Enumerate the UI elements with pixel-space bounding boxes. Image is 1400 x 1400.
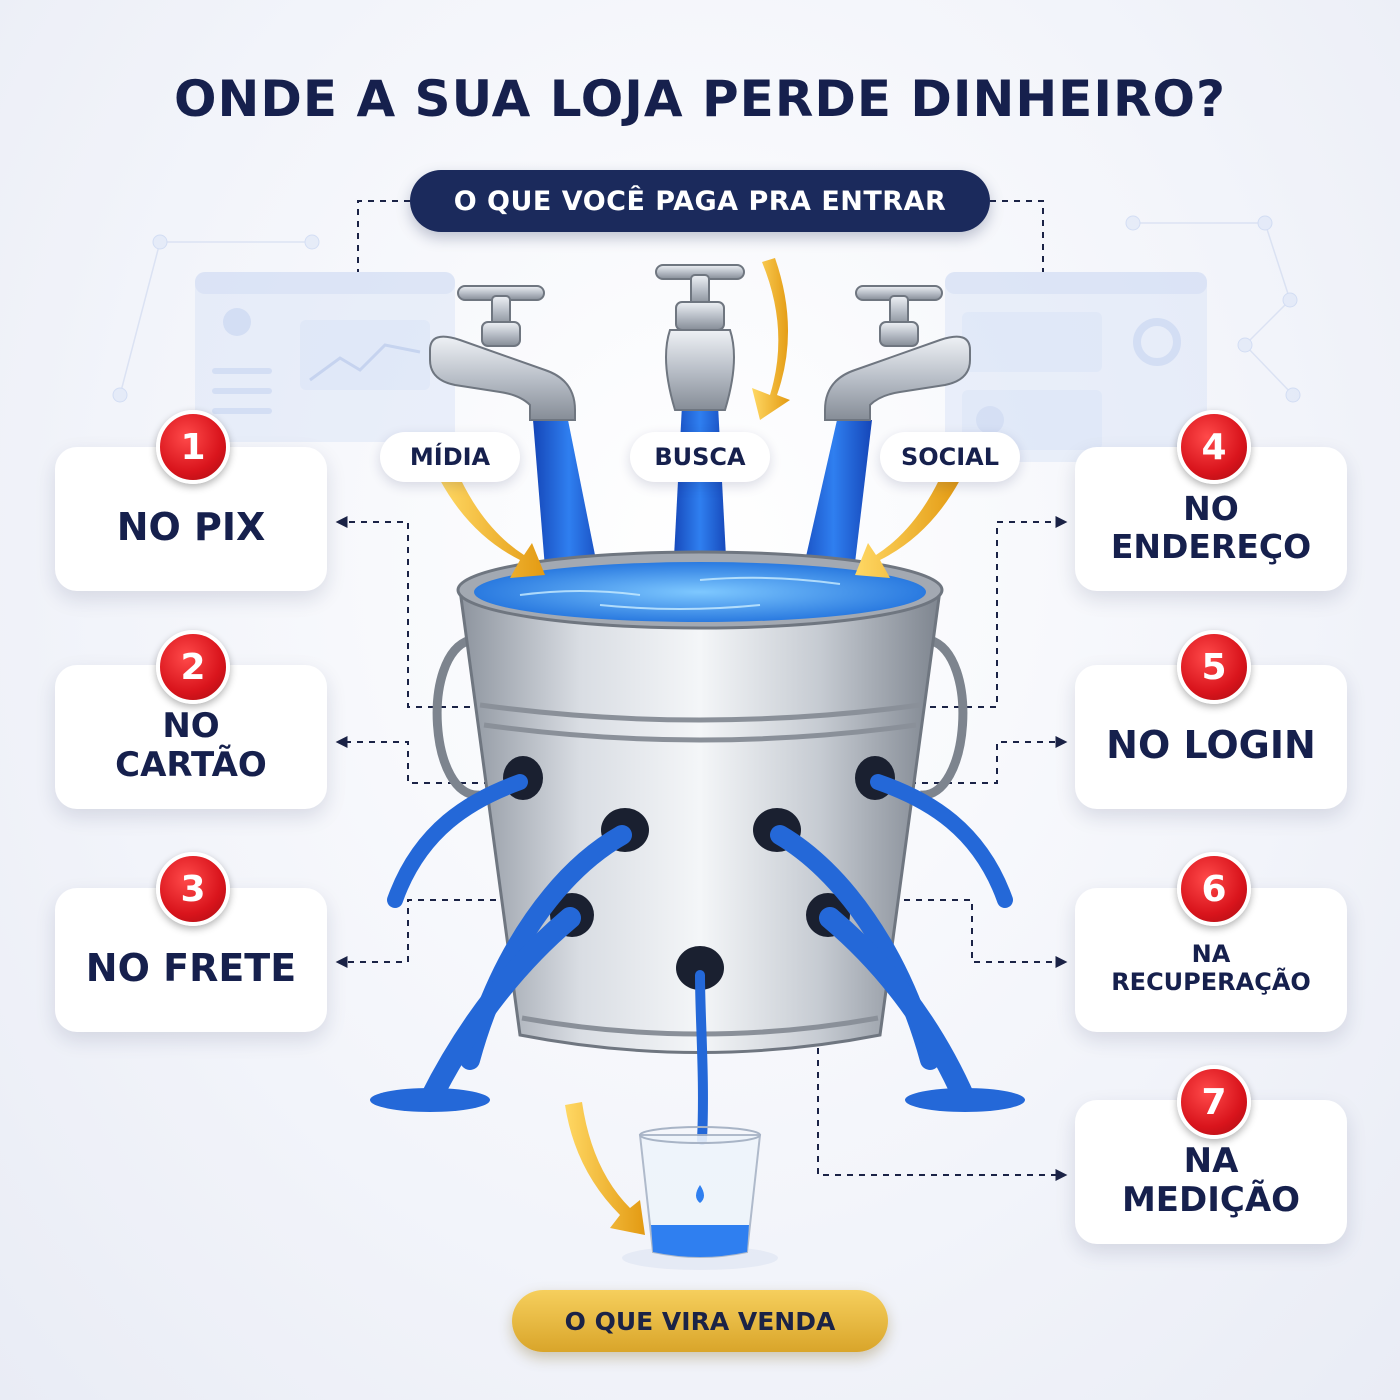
- tap-label-busca: BUSCA: [630, 432, 770, 482]
- leak-badge-6: 6: [1177, 852, 1251, 926]
- glass-icon: [622, 1126, 778, 1270]
- output-label: O QUE VIRA VENDA: [512, 1290, 888, 1352]
- leak-label: NO LOGIN: [1106, 723, 1316, 768]
- leak-badge-7: 7: [1177, 1065, 1251, 1139]
- leak-label: NO PIX: [116, 505, 266, 550]
- input-label: O QUE VOCÊ PAGA PRA ENTRAR: [410, 170, 990, 232]
- tap-label-social: SOCIAL: [880, 432, 1020, 482]
- bucket-icon: [456, 550, 944, 1054]
- leak-badge-4: 4: [1177, 410, 1251, 484]
- dashboard-icon: [112, 215, 1301, 462]
- leak-label: NA MEDIÇÃO: [1121, 1140, 1301, 1220]
- leak-label: NO ENDEREÇO: [1110, 489, 1312, 566]
- leak-badge-5: 5: [1177, 630, 1251, 704]
- faucet-icon: [429, 264, 971, 421]
- leak-card-4: NO ENDEREÇO: [1075, 447, 1347, 591]
- leak-label: NA RECUPERAÇÃO: [1111, 940, 1311, 996]
- leak-badge-2: 2: [156, 630, 230, 704]
- leak-card-6: NA RECUPERAÇÃO: [1075, 888, 1347, 1032]
- leak-streams: [370, 774, 1025, 1145]
- leak-badge-1: 1: [156, 410, 230, 484]
- leak-label: NO CARTÃO: [115, 705, 267, 785]
- leak-label: NO FRETE: [85, 946, 297, 991]
- page-title: ONDE A SUA LOJA PERDE DINHEIRO?: [174, 70, 1226, 128]
- arrow-icon: [440, 258, 960, 1235]
- tap-label-midia: MÍDIA: [380, 432, 520, 482]
- leak-badge-3: 3: [156, 852, 230, 926]
